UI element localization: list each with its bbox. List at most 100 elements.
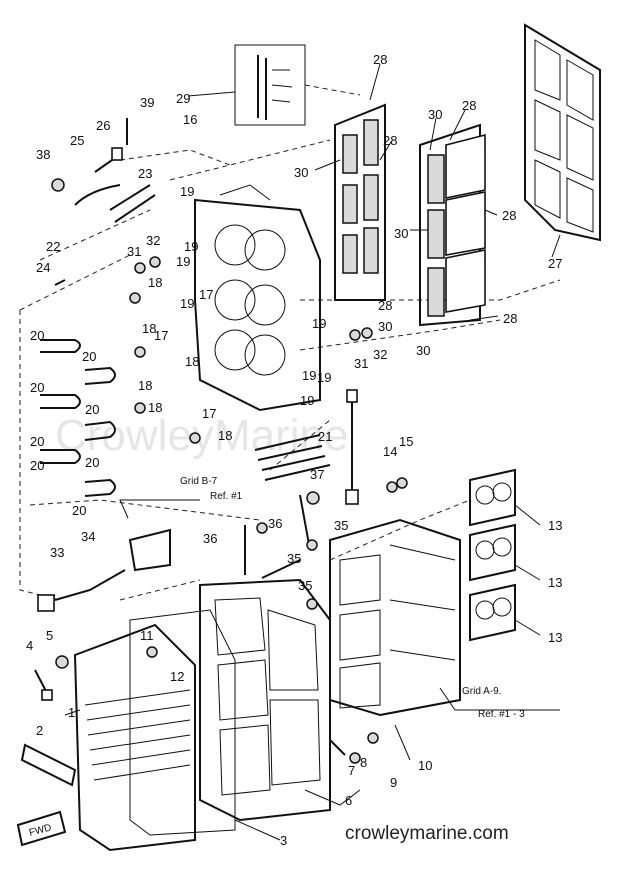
callout: 26 bbox=[96, 118, 110, 133]
linkage-35-36 bbox=[244, 491, 320, 610]
callout: 15 bbox=[399, 434, 413, 449]
callout: 35 bbox=[287, 551, 301, 566]
callout: 36 bbox=[268, 516, 282, 531]
callout: 34 bbox=[81, 529, 95, 544]
carburetor-10 bbox=[329, 518, 461, 717]
callout: 19 bbox=[300, 393, 314, 408]
callout: 17 bbox=[202, 406, 216, 421]
callout-labels: 1 2 3 4 5 6 7 8 9 10 11 12 13 13 13 14 1… bbox=[26, 52, 562, 848]
callout: 18 bbox=[148, 275, 162, 290]
callout: 19 bbox=[184, 239, 198, 254]
callout: 20 bbox=[30, 434, 44, 449]
silencer-cover-1 bbox=[73, 623, 196, 852]
callout: 32 bbox=[373, 347, 387, 362]
callout: 13 bbox=[548, 630, 562, 645]
grid-b7-note: Grid B-7 bbox=[180, 476, 218, 487]
callout: 13 bbox=[548, 575, 562, 590]
callout: 20 bbox=[85, 455, 99, 470]
callout: 19 bbox=[176, 254, 190, 269]
callout: 25 bbox=[70, 133, 84, 148]
callout: 21 bbox=[318, 429, 332, 444]
callout: 29 bbox=[176, 91, 190, 106]
callout: 9 bbox=[390, 775, 397, 790]
callout: 30 bbox=[294, 165, 308, 180]
gasket-11 bbox=[129, 609, 236, 836]
callout: 23 bbox=[138, 166, 152, 181]
leader-lines bbox=[64, 63, 561, 841]
callout: 12 bbox=[170, 669, 184, 684]
callout: 18 bbox=[148, 400, 162, 415]
callout: 18 bbox=[142, 321, 156, 336]
callout: 24 bbox=[36, 260, 50, 275]
small-fasteners bbox=[51, 118, 408, 493]
callout: 28 bbox=[462, 98, 476, 113]
callout: 20 bbox=[82, 349, 96, 364]
callout: 20 bbox=[30, 328, 44, 343]
callout: 19 bbox=[302, 368, 316, 383]
callout: 27 bbox=[548, 256, 562, 271]
grid-a9-note: Grid A-9. bbox=[462, 686, 501, 697]
callout: 30 bbox=[394, 226, 408, 241]
callout: 37 bbox=[310, 467, 324, 482]
callout: 33 bbox=[50, 545, 64, 560]
callout: 17 bbox=[199, 287, 213, 302]
fwd-badge: FWD bbox=[16, 810, 67, 847]
ref1-note: Ref. #1 bbox=[210, 491, 243, 502]
callout: 18 bbox=[218, 428, 232, 443]
callout: 1 bbox=[68, 705, 75, 720]
callout: 32 bbox=[146, 233, 160, 248]
inset-detail-29 bbox=[234, 44, 361, 126]
callout: 11 bbox=[140, 628, 154, 643]
callout: 2 bbox=[36, 723, 43, 738]
callout: 3 bbox=[280, 833, 287, 848]
callout: 19 bbox=[180, 184, 194, 199]
callout: 35 bbox=[334, 518, 348, 533]
callout: 20 bbox=[30, 380, 44, 395]
callout: 30 bbox=[416, 343, 430, 358]
callout: 28 bbox=[378, 298, 392, 313]
intake-manifold-16 bbox=[194, 184, 321, 412]
callout: 14 bbox=[383, 444, 397, 459]
sensor-33 bbox=[37, 569, 126, 612]
bracket-34 bbox=[128, 528, 171, 572]
washer-5 bbox=[55, 655, 69, 669]
callout: 28 bbox=[373, 52, 387, 67]
gasket-plate-3 bbox=[199, 578, 331, 822]
callout: 36 bbox=[203, 531, 217, 546]
callout: 20 bbox=[72, 503, 86, 518]
ref13-note: Ref. #1 - 3 bbox=[478, 709, 525, 720]
rod-37 bbox=[345, 389, 359, 505]
callout: 18 bbox=[138, 378, 152, 393]
callout: 7 bbox=[348, 763, 355, 778]
parts-6-9 bbox=[304, 732, 379, 806]
callout: 20 bbox=[30, 458, 44, 473]
bolt-12 bbox=[146, 646, 158, 658]
callout: 28 bbox=[383, 133, 397, 148]
callout: 39 bbox=[140, 95, 154, 110]
callout: 31 bbox=[354, 356, 368, 371]
callout: 31 bbox=[127, 244, 141, 259]
callout: 38 bbox=[36, 147, 50, 162]
hoses-21 bbox=[254, 434, 331, 481]
callout: 30 bbox=[428, 107, 442, 122]
callout: 5 bbox=[46, 628, 53, 643]
callout: 22 bbox=[46, 239, 60, 254]
reed-valve-plate-left bbox=[334, 103, 386, 301]
callout: 35 bbox=[298, 578, 312, 593]
callout: 13 bbox=[548, 518, 562, 533]
callout: 28 bbox=[503, 311, 517, 326]
callout: 19 bbox=[312, 316, 326, 331]
callout: 16 bbox=[183, 112, 197, 127]
label-2 bbox=[20, 743, 77, 787]
callout: 20 bbox=[85, 402, 99, 417]
footer-url: crowleymarine.com bbox=[345, 823, 509, 844]
callout: 17 bbox=[154, 328, 168, 343]
callout: 10 bbox=[418, 758, 432, 773]
hoses-20 bbox=[40, 184, 156, 497]
callout: 8 bbox=[360, 755, 367, 770]
gaskets-13 bbox=[469, 468, 516, 642]
screw-4 bbox=[34, 669, 53, 701]
callout: 4 bbox=[26, 638, 33, 653]
